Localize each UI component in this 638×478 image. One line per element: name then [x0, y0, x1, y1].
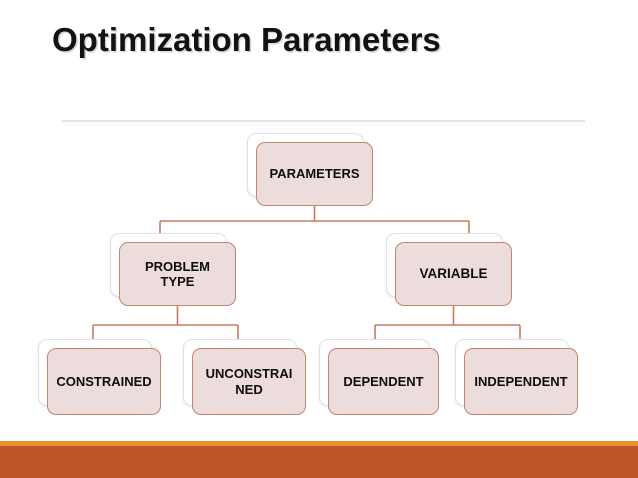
node-front-card: VARIABLE	[395, 242, 512, 306]
node-dependent[interactable]: DEPENDENT	[319, 339, 439, 415]
node-front-card: CONSTRAINED	[47, 348, 161, 415]
node-front-card: PROBLEM TYPE	[119, 242, 236, 306]
node-label: VARIABLE	[419, 266, 488, 282]
node-label: PARAMETERS	[269, 166, 360, 182]
node-parameters[interactable]: PARAMETERS	[247, 133, 373, 206]
node-label: UNCONSTRAI NED	[200, 366, 299, 397]
node-variable[interactable]: VARIABLE	[386, 233, 512, 306]
node-unconstrained[interactable]: UNCONSTRAI NED	[183, 339, 306, 415]
node-label: INDEPENDENT	[474, 373, 568, 389]
node-label: CONSTRAINED	[56, 373, 152, 389]
node-front-card: PARAMETERS	[256, 142, 373, 206]
node-constrained[interactable]: CONSTRAINED	[38, 339, 161, 415]
footer-accent-stripe	[0, 441, 638, 446]
node-problem-type[interactable]: PROBLEM TYPE	[110, 233, 236, 306]
node-label: DEPENDENT	[343, 373, 424, 389]
node-independent[interactable]: INDEPENDENT	[455, 339, 578, 415]
node-label-line2: TYPE	[160, 274, 195, 289]
page-title: Optimization Parameters	[52, 21, 441, 58]
node-label-line1: UNCONSTRAI	[205, 366, 293, 382]
title-divider	[62, 120, 585, 122]
node-front-card: INDEPENDENT	[464, 348, 578, 415]
node-front-card: DEPENDENT	[328, 348, 439, 415]
node-label-line2: NED	[235, 381, 263, 397]
node-front-card: UNCONSTRAI NED	[192, 348, 306, 415]
node-label-line1: PROBLEM	[145, 258, 210, 274]
footer-band	[0, 446, 638, 478]
node-label: PROBLEM TYPE	[139, 259, 216, 290]
